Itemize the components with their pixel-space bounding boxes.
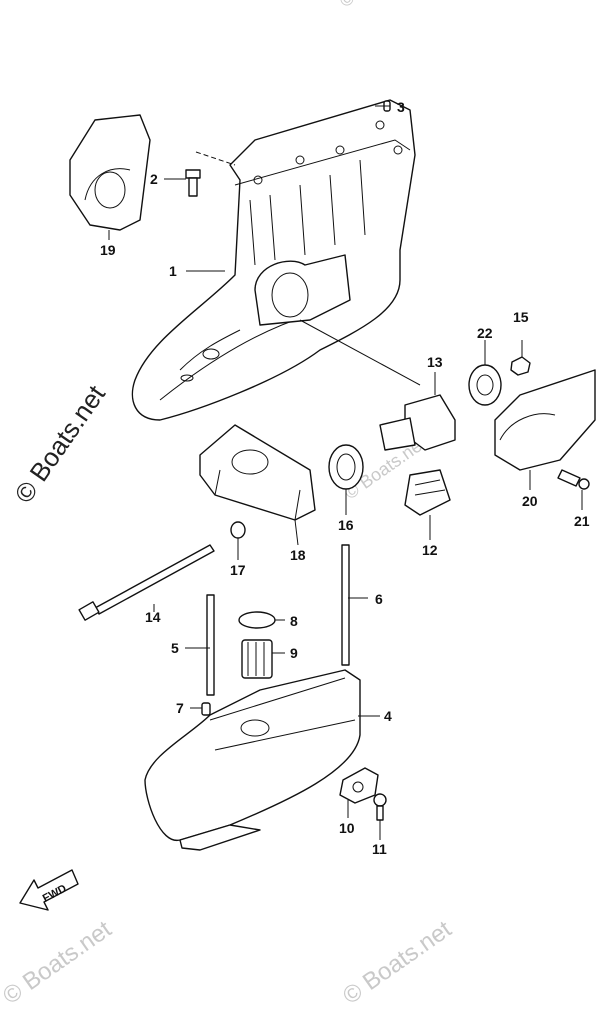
fwd-arrow-icon: FWD [19, 869, 79, 911]
callout-22: 22 [477, 325, 493, 341]
svg-text:© Boats.net: © Boats.net [0, 915, 117, 1009]
stud-5 [206, 594, 215, 696]
rubber-mount-13 [379, 394, 456, 451]
leader-lines [108, 105, 583, 840]
callout-10: 10 [339, 820, 355, 836]
drive-shaft-housing [131, 99, 416, 421]
long-bolt-14 [78, 544, 215, 621]
guide-line-2 [195, 151, 236, 166]
bushing-9 [241, 639, 273, 679]
callout-19: 19 [100, 242, 116, 258]
callout-5: 5 [171, 640, 179, 656]
rubber-mount-12 [404, 469, 451, 516]
callout-6: 6 [375, 591, 383, 607]
guide-line-13 [299, 319, 421, 386]
screw-11 [373, 793, 387, 821]
lower-housing-4 [144, 669, 361, 851]
circlip-8 [238, 611, 276, 629]
pin-7 [201, 702, 211, 716]
callout-8: 8 [290, 613, 298, 629]
seal-22 [468, 364, 502, 406]
callout-1: 1 [169, 263, 177, 279]
bushing-16 [328, 444, 364, 490]
faint-watermark-top: © Boats.net [336, 0, 425, 11]
callout-21: 21 [574, 513, 590, 529]
callout-12: 12 [422, 542, 438, 558]
callout-9: 9 [290, 645, 298, 661]
callout-16: 16 [338, 517, 354, 533]
bracket-20 [494, 369, 596, 471]
bolt-2 [185, 169, 201, 197]
callout-7: 7 [176, 700, 184, 716]
faint-watermark-bottom-right: © Boats.net [338, 915, 457, 1009]
svg-text:© Boats.net: © Boats.net [8, 379, 111, 508]
callout-labels: 1 2 3 4 5 6 7 8 9 10 11 12 13 14 15 16 1… [100, 99, 590, 857]
callout-17: 17 [230, 562, 246, 578]
svg-text:© Boats.net: © Boats.net [336, 0, 425, 11]
callout-3: 3 [397, 99, 405, 115]
callout-13: 13 [427, 354, 443, 370]
callout-4: 4 [384, 708, 392, 724]
plate-10 [339, 767, 379, 804]
main-watermark: © Boats.net [8, 379, 111, 508]
svg-text:© Boats.net: © Boats.net [338, 915, 457, 1009]
mount-block-18 [199, 424, 316, 521]
faint-watermark-bottom-left: © Boats.net [0, 915, 117, 1009]
callout-14: 14 [145, 609, 161, 625]
callout-2: 2 [150, 171, 158, 187]
washer-17 [230, 521, 246, 539]
nut-15 [510, 356, 531, 376]
callout-15: 15 [513, 309, 529, 325]
stud-6 [341, 544, 350, 666]
callout-18: 18 [290, 547, 306, 563]
callout-11: 11 [372, 841, 387, 857]
callout-20: 20 [522, 493, 538, 509]
bolt-21 [557, 469, 590, 490]
cover-19 [69, 114, 151, 231]
